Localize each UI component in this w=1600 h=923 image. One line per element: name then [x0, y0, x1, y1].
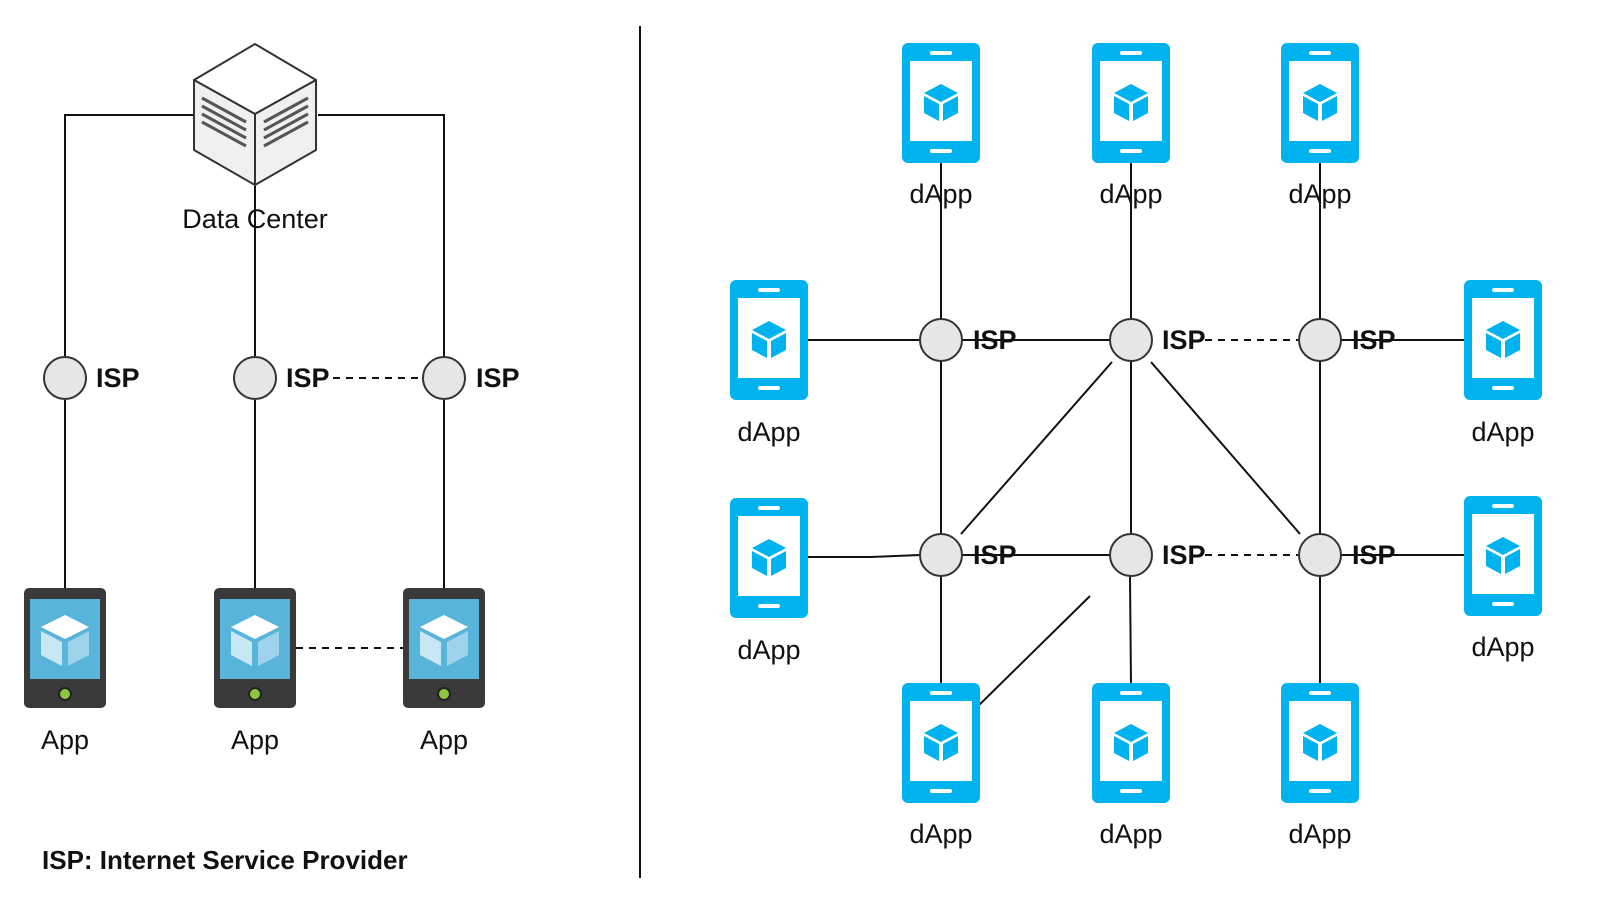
dapp-tablet-icon — [902, 43, 980, 163]
isp-label: ISP — [1352, 540, 1396, 570]
isp-node: ISP — [422, 356, 520, 400]
isp-node: ISP — [919, 533, 1017, 577]
isp-label: ISP — [973, 325, 1017, 355]
dapp-label: dApp — [1471, 417, 1534, 447]
dapp-tablet-icon — [1281, 683, 1359, 803]
app-label: App — [41, 725, 89, 755]
isp-node: ISP — [1298, 533, 1396, 577]
centralized-links — [64, 114, 445, 649]
dapp-tablet-icon — [1092, 683, 1170, 803]
isp-label: ISP — [96, 363, 140, 393]
app-label: App — [420, 725, 468, 755]
smartphone-app-icon — [23, 587, 107, 709]
isp-node: ISP — [43, 356, 140, 400]
isp-node: ISP — [1109, 533, 1206, 577]
dapp-label: dApp — [1471, 632, 1534, 662]
data-center-label: Data Center — [182, 204, 328, 234]
dapp-tablet-icon — [730, 280, 808, 400]
isp-label: ISP — [1162, 325, 1206, 355]
dapp-label: dApp — [909, 179, 972, 209]
mesh-links — [806, 160, 1466, 712]
dapp-tablet-icon — [1464, 280, 1542, 400]
centralized-network: Data Center ISP ISP ISP App App App ISP:… — [23, 43, 520, 875]
isp-node: ISP — [233, 356, 330, 400]
dapp-tablet-icon — [1464, 496, 1542, 616]
dapp-label: dApp — [1099, 179, 1162, 209]
dapp-tablet-icon — [1281, 43, 1359, 163]
dapp-tablet-icon — [902, 683, 980, 803]
isp-label: ISP — [476, 363, 520, 393]
isp-label: ISP — [286, 363, 330, 393]
dapp-tablet-icon — [1092, 43, 1170, 163]
legend-text: ISP: Internet Service Provider — [42, 845, 408, 875]
isp-label: ISP — [973, 540, 1017, 570]
dapp-label: dApp — [737, 417, 800, 447]
isp-label: ISP — [1352, 325, 1396, 355]
dapp-label: dApp — [737, 635, 800, 665]
dapp-tablet-icon — [730, 498, 808, 618]
smartphone-app-icon — [213, 587, 297, 709]
server-cube-icon — [193, 43, 317, 186]
dapp-label: dApp — [1288, 179, 1351, 209]
smartphone-app-icon — [402, 587, 486, 709]
isp-node: ISP — [919, 318, 1017, 362]
isp-node: ISP — [1298, 318, 1396, 362]
app-label: App — [231, 725, 279, 755]
isp-label: ISP — [1162, 540, 1206, 570]
decentralized-network: ISP ISP ISP ISP ISP ISP dApp dApp dApp — [730, 43, 1542, 849]
dapp-label: dApp — [1099, 819, 1162, 849]
dapp-label: dApp — [909, 819, 972, 849]
dapp-label: dApp — [1288, 819, 1351, 849]
isp-node: ISP — [1109, 318, 1206, 362]
